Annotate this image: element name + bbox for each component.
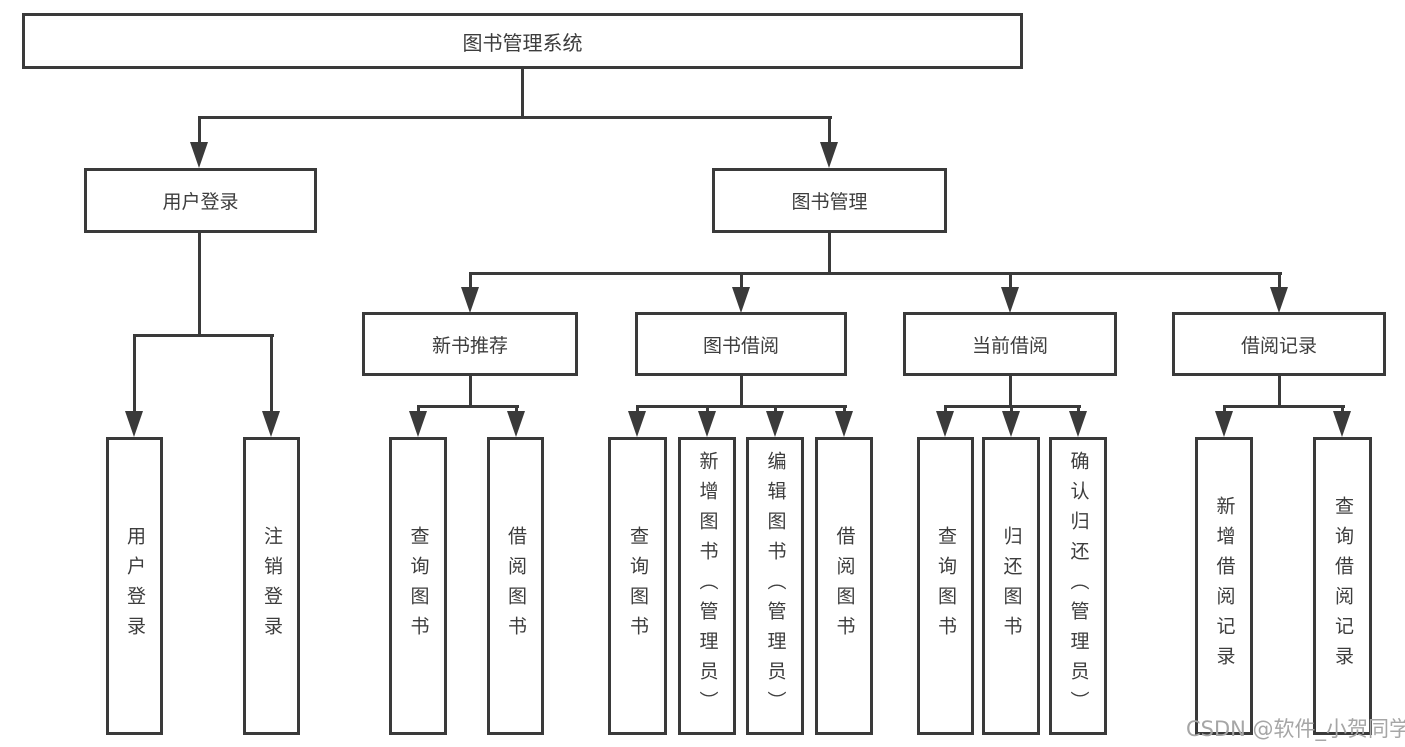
leaf-user-login: 用户登录	[106, 437, 163, 735]
node-label: 图书管理	[791, 191, 868, 213]
leaf-logout: 注销登录	[243, 437, 300, 735]
node-label: 图书借阅	[702, 334, 779, 357]
arrow-down-icon	[820, 142, 838, 168]
connector-line	[828, 117, 831, 147]
node-book-management: 图书管理	[712, 168, 947, 233]
connector-line	[133, 334, 274, 337]
node-label: 借阅图书	[833, 526, 856, 646]
arrow-down-icon	[125, 411, 143, 437]
node-library-system: 图书管理系统	[22, 13, 1023, 69]
node-label: 查询图书	[935, 526, 957, 646]
connector-line	[133, 335, 136, 420]
connector-line	[1009, 376, 1012, 408]
leaf-cb-return-book: 归还图书	[982, 437, 1040, 735]
node-current-borrow: 当前借阅	[903, 312, 1117, 376]
connector-line	[740, 273, 743, 296]
connector-line	[198, 116, 832, 119]
arrow-down-icon	[628, 411, 646, 437]
arrow-down-icon	[409, 411, 427, 437]
connector-line	[417, 405, 519, 408]
arrow-down-icon	[1215, 411, 1233, 437]
leaf-nb-borrow-book: 借阅图书	[487, 437, 544, 735]
connector-line	[1278, 273, 1281, 296]
node-label: 查询图书	[407, 526, 430, 646]
node-label: 归还图书	[1000, 526, 1023, 646]
leaf-bb-edit-book-admin: 编辑图书（管理员）	[746, 437, 804, 735]
connector-line	[469, 272, 1282, 275]
connector-line	[198, 117, 201, 147]
arrow-down-icon	[190, 142, 208, 168]
arrow-down-icon	[262, 411, 280, 437]
connector-line	[469, 376, 472, 408]
node-label: 注销登录	[261, 526, 283, 646]
connector-line	[1009, 273, 1012, 296]
node-label: 借阅图书	[505, 526, 527, 646]
connector-line	[828, 233, 831, 275]
leaf-nb-query-book: 查询图书	[389, 437, 447, 735]
connector-line	[469, 273, 472, 296]
node-label: 确认归还（管理员）	[1067, 451, 1090, 721]
connector-line	[270, 335, 273, 420]
leaf-bb-add-book-admin: 新增图书（管理员）	[678, 437, 736, 735]
arrow-down-icon	[1069, 411, 1087, 437]
leaf-cb-confirm-return-admin: 确认归还（管理员）	[1049, 437, 1107, 735]
leaf-bb-query-book: 查询图书	[608, 437, 667, 735]
arrow-down-icon	[1270, 287, 1288, 313]
node-user-login: 用户登录	[84, 168, 317, 233]
arrow-down-icon	[1333, 411, 1351, 437]
arrow-down-icon	[766, 411, 784, 437]
arrow-down-icon	[1001, 287, 1019, 313]
arrow-down-icon	[1002, 411, 1020, 437]
node-label: 查询借阅记录	[1332, 496, 1354, 676]
node-new-book-recommend: 新书推荐	[362, 312, 578, 376]
node-label: 查询图书	[627, 526, 649, 646]
arrow-down-icon	[835, 411, 853, 437]
leaf-bb-borrow-book: 借阅图书	[815, 437, 873, 735]
connector-line	[636, 405, 847, 408]
node-label: 新增图书（管理员）	[696, 451, 719, 721]
arrow-down-icon	[698, 411, 716, 437]
connector-line	[740, 376, 743, 408]
arrow-down-icon	[461, 287, 479, 313]
leaf-cb-query-book: 查询图书	[917, 437, 974, 735]
csdn-watermark: CSDN @软件_小贺同学	[1186, 717, 1405, 741]
connector-line	[1223, 405, 1345, 408]
node-label: 新书推荐	[431, 334, 508, 357]
arrow-down-icon	[936, 411, 954, 437]
node-book-borrow: 图书借阅	[635, 312, 847, 376]
connector-line	[1278, 376, 1281, 408]
node-label: 用户登录	[162, 191, 239, 213]
node-borrow-records: 借阅记录	[1172, 312, 1386, 376]
node-label: 用户登录	[124, 526, 146, 646]
connector-line	[521, 68, 524, 118]
leaf-br-add-record: 新增借阅记录	[1195, 437, 1253, 735]
arrow-down-icon	[732, 287, 750, 313]
node-label: 编辑图书（管理员）	[764, 451, 787, 721]
leaf-br-query-record: 查询借阅记录	[1313, 437, 1372, 735]
node-label: 借阅记录	[1240, 334, 1317, 357]
connector-line	[198, 233, 201, 337]
node-label: 图书管理系统	[462, 30, 583, 55]
node-label: 当前借阅	[971, 334, 1048, 357]
node-label: 新增借阅记录	[1213, 496, 1236, 676]
arrow-down-icon	[507, 411, 525, 437]
